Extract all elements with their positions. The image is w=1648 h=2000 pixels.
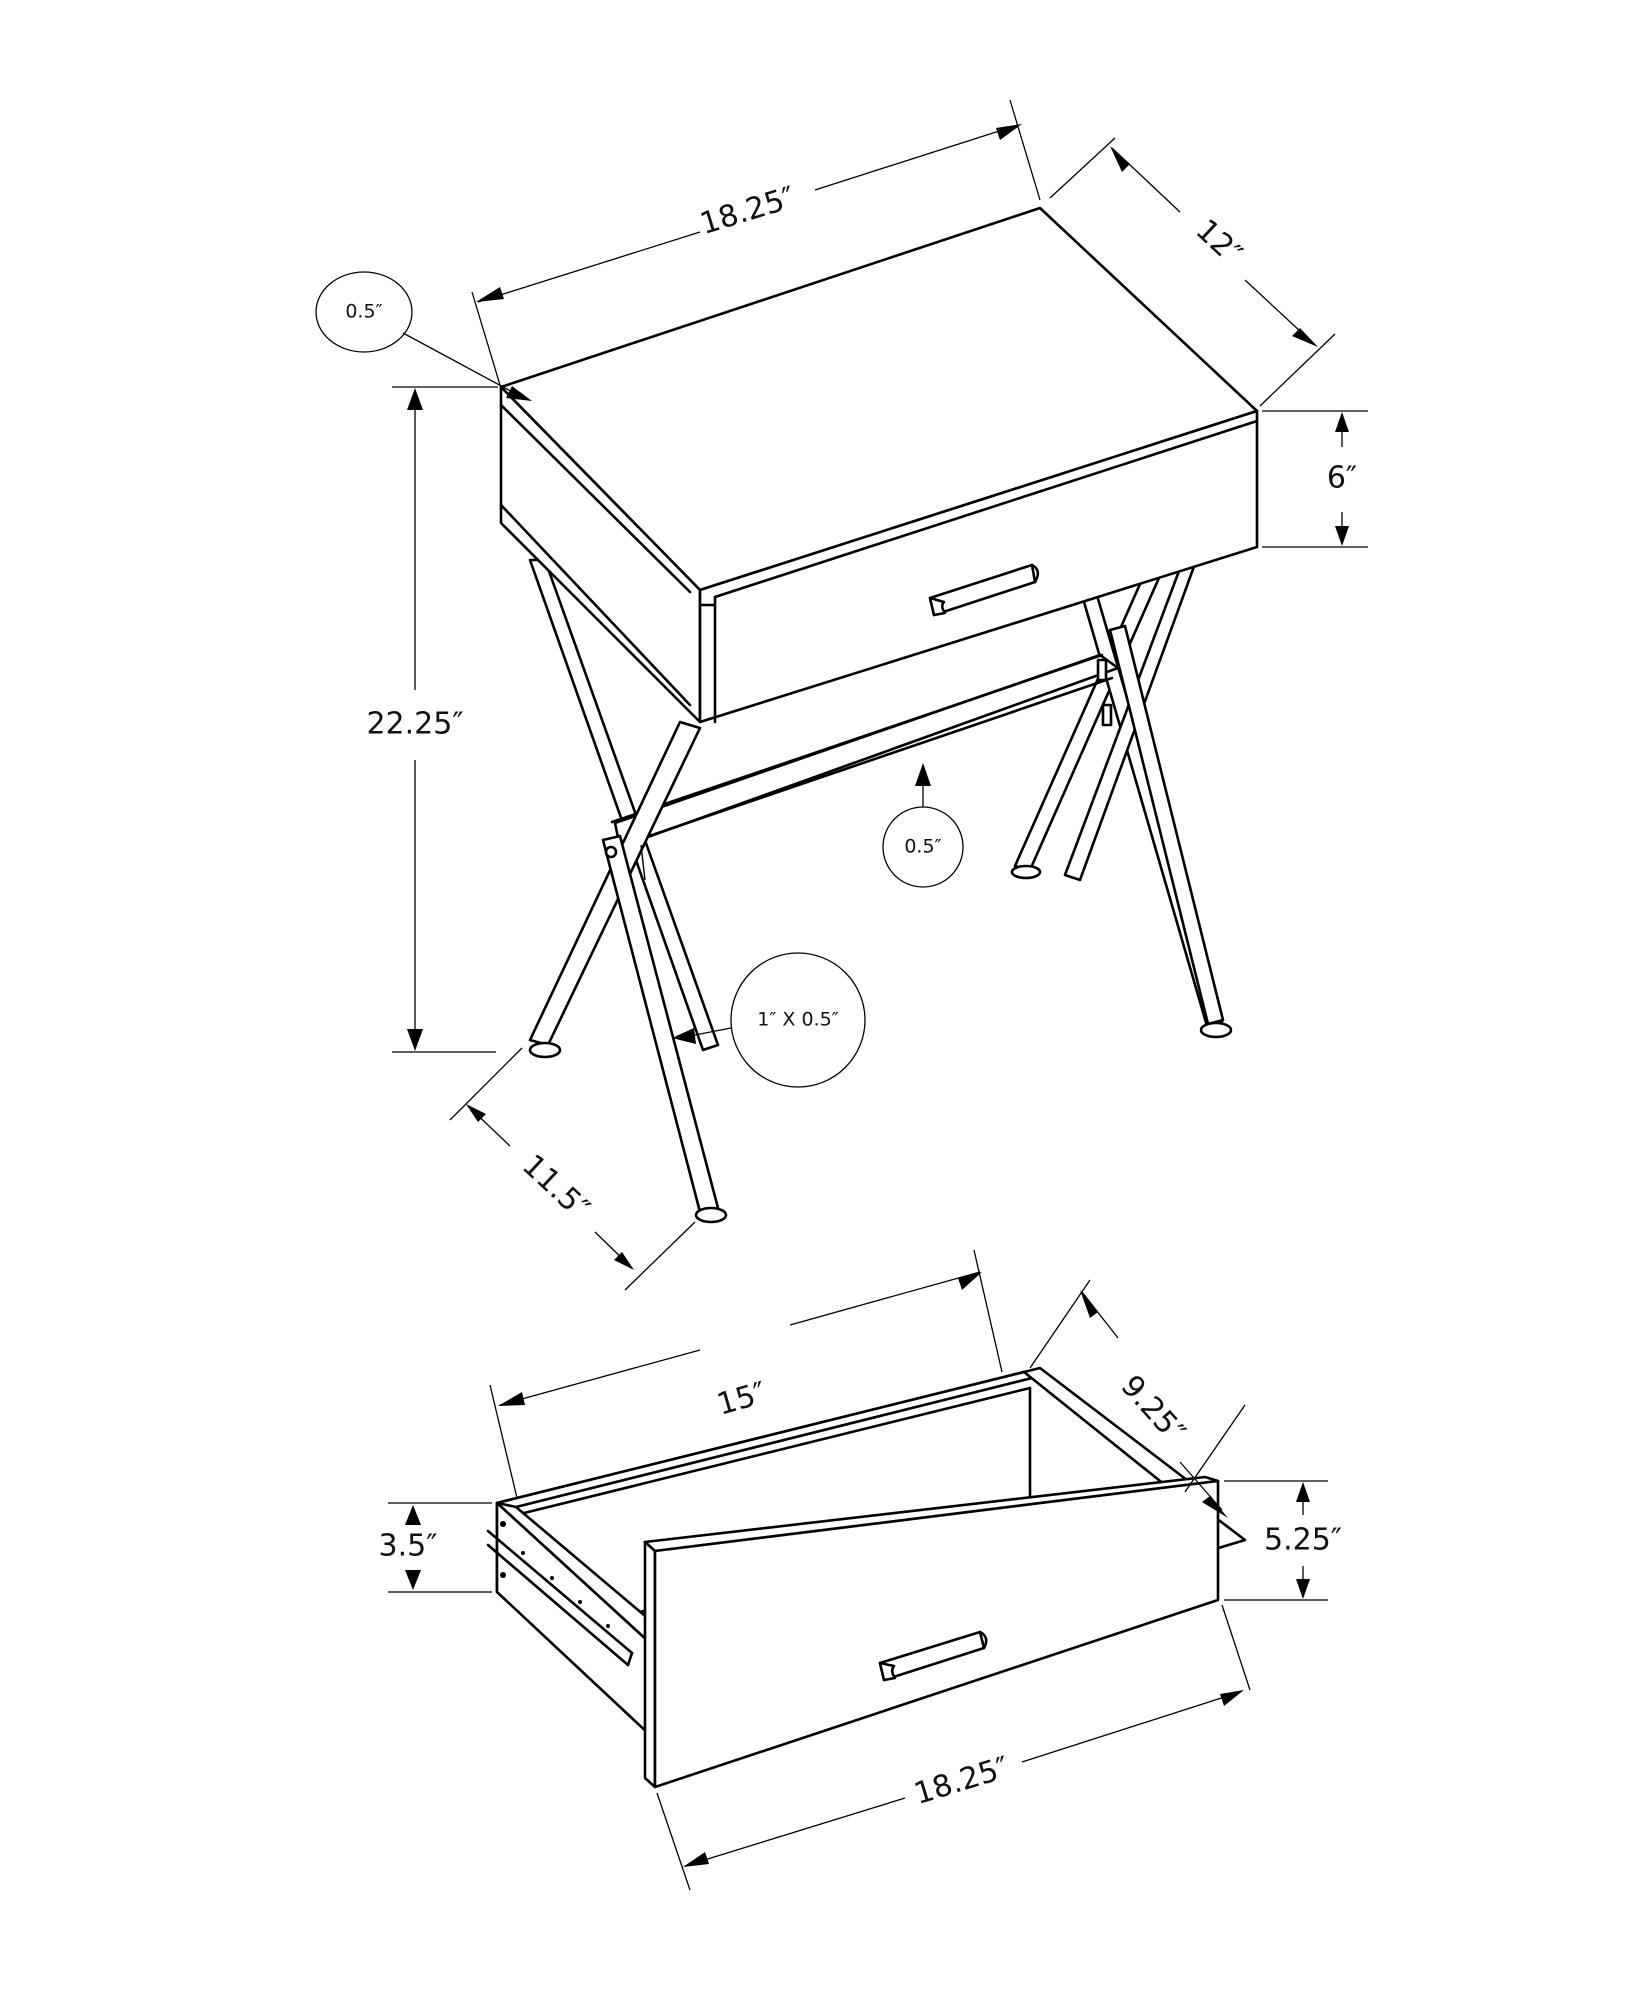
dimension-drawer-side-height: 3.5″	[379, 1502, 492, 1593]
label-drawer-inner-width: 15″	[713, 1375, 770, 1422]
drawer-front-handle-icon	[878, 1630, 988, 1682]
label-drawer-front-height: 5.25″	[1264, 1523, 1342, 1558]
callout-top-thickness: 0.5″	[315, 271, 532, 401]
front-legs	[528, 548, 1233, 1224]
label-top-thickness: 0.5″	[345, 301, 382, 323]
drawer-handle-icon	[928, 563, 1040, 617]
stretcher-bar	[610, 653, 1120, 849]
dimension-drawer-front-height: 5.25″	[1224, 1480, 1342, 1601]
label-table-width: 18.25″	[696, 180, 799, 242]
label-drawer-front-width: 18.25″	[910, 1750, 1013, 1812]
drawer-illustration	[486, 1366, 1247, 1789]
dimension-table-height: 22.25″	[366, 386, 498, 1053]
label-leg-section: 1″ X 0.5″	[757, 1009, 839, 1031]
label-table-depth: 12″	[1189, 213, 1249, 272]
label-drawer-side-height: 3.5″	[379, 1529, 438, 1564]
drawer-slide-rail-icon	[486, 1521, 634, 1667]
table-body	[499, 206, 1259, 724]
dimension-apron-height: 6″	[1262, 410, 1368, 548]
callout-stretcher-thickness: 0.5″	[882, 763, 964, 888]
label-base-depth: 11.5″	[515, 1148, 596, 1227]
callout-leg-section: 1″ X 0.5″	[672, 952, 866, 1088]
label-apron-height: 6″	[1327, 461, 1357, 496]
table-dimensions: 18.25″ 12″ 6″	[315, 99, 1368, 1291]
label-stretcher-thickness: 0.5″	[904, 836, 941, 858]
dimension-base-depth: 11.5″	[449, 1047, 696, 1291]
table-illustration	[499, 206, 1259, 1224]
label-table-height: 22.25″	[366, 707, 463, 742]
